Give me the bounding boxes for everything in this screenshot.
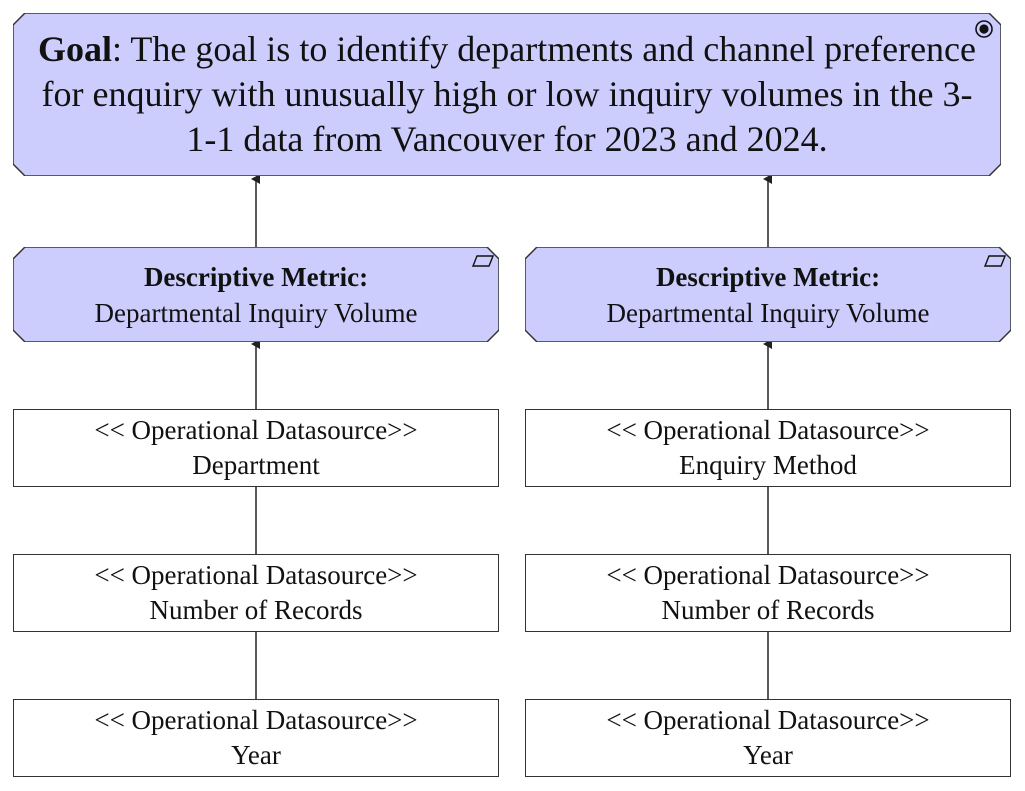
goal-label: Goal [37, 29, 112, 69]
datasource-stereotype: << Operational Datasource>> [606, 415, 930, 445]
datasource-name: Year [231, 740, 281, 770]
metric-box-shape [13, 247, 499, 342]
metric-name: Departmental Inquiry Volume [94, 297, 418, 328]
datasource-stereotype: << Operational Datasource>> [606, 560, 930, 590]
goal-box[interactable]: Goal: The goal is to identify department… [13, 13, 1001, 176]
metric-title: Descriptive Metric: [143, 261, 369, 292]
datasource-name: Department [192, 450, 320, 480]
datasource-name: Number of Records [661, 595, 875, 625]
datasource-name: Number of Records [149, 595, 363, 625]
datasource-year-left[interactable]: << Operational Datasource>> Year [13, 699, 499, 777]
metric-box-left[interactable]: Descriptive Metric: Departmental Inquiry… [13, 247, 499, 342]
datasource-year-right[interactable]: << Operational Datasource>> Year [525, 699, 1011, 777]
datasource-stereotype: << Operational Datasource>> [94, 415, 418, 445]
datasource-enquiry-method[interactable]: << Operational Datasource>> Enquiry Meth… [525, 409, 1011, 487]
goal-statement: Goal: The goal is to identify department… [27, 27, 987, 162]
goal-target-icon [975, 20, 993, 38]
datasource-stereotype: << Operational Datasource>> [94, 705, 418, 735]
metric-title: Descriptive Metric: [655, 261, 881, 292]
parallelogram-icon [472, 255, 494, 267]
datasource-number-of-records-left[interactable]: << Operational Datasource>> Number of Re… [13, 554, 499, 632]
datasource-stereotype: << Operational Datasource>> [606, 705, 930, 735]
metric-box-right[interactable]: Descriptive Metric: Departmental Inquiry… [525, 247, 1011, 342]
goal-box-shape [13, 13, 1001, 176]
metric-box-shape [525, 247, 1011, 342]
datasource-stereotype: << Operational Datasource>> [94, 560, 418, 590]
goal-text: : The goal is to identify departments an… [41, 29, 976, 159]
parallelogram-icon [984, 255, 1006, 267]
datasource-number-of-records-right[interactable]: << Operational Datasource>> Number of Re… [525, 554, 1011, 632]
datasource-department[interactable]: << Operational Datasource>> Department [13, 409, 499, 487]
datasource-name: Year [743, 740, 793, 770]
metric-name: Departmental Inquiry Volume [606, 297, 930, 328]
datasource-name: Enquiry Method [679, 450, 857, 480]
